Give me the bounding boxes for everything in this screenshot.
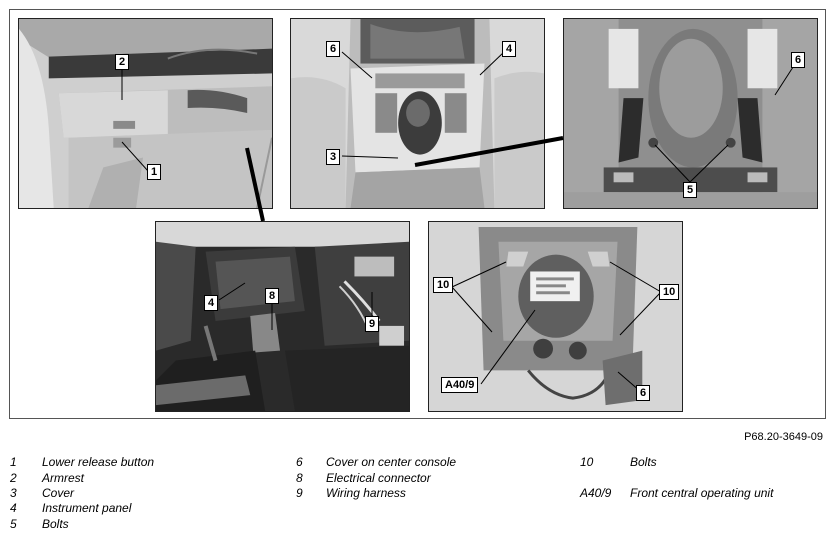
legend-text: Electrical connector xyxy=(326,471,431,485)
callout-cover-center-console-c: 6 xyxy=(636,385,651,401)
legend-text: Instrument panel xyxy=(42,501,132,515)
legend-number: 6 xyxy=(296,455,303,469)
callout-bolts-5: 5 xyxy=(683,182,698,198)
photo-armrest xyxy=(18,18,273,209)
legend-text: Bolts xyxy=(42,517,69,531)
legend-text: Lower release button xyxy=(42,455,155,469)
callout-electrical-connector: 8 xyxy=(265,288,280,304)
legend-number: 10 xyxy=(580,455,594,469)
legend-number: 9 xyxy=(296,486,303,500)
legend-number: 4 xyxy=(10,501,17,515)
callout-instrument-panel-a: 4 xyxy=(502,41,517,57)
photo-bolts xyxy=(563,18,818,209)
callout-armrest: 2 xyxy=(115,54,130,70)
legend-number: 8 xyxy=(296,471,303,485)
callout-bolts-10-left: 10 xyxy=(433,277,454,293)
legend-number: 5 xyxy=(10,517,17,531)
callout-front-central-operating-unit: A40/9 xyxy=(441,377,479,393)
legend-number: 3 xyxy=(10,486,17,500)
figure-reference: P68.20-3649-09 xyxy=(744,431,823,443)
legend-text: Armrest xyxy=(42,471,84,485)
instrument-panel-illustration xyxy=(156,222,409,411)
legend-number: A40/9 xyxy=(580,486,612,500)
legend-number: 1 xyxy=(10,455,17,469)
legend-text: Cover on center console xyxy=(326,455,457,469)
bolts-illustration xyxy=(564,19,817,208)
callout-cover: 3 xyxy=(326,149,341,165)
legend-text: Front central operating unit xyxy=(630,486,774,500)
armrest-illustration xyxy=(19,19,272,208)
legend-text: Bolts xyxy=(630,455,657,469)
callout-wiring-harness: 9 xyxy=(365,316,380,332)
callout-instrument-panel-b: 4 xyxy=(204,295,219,311)
legend-text: Wiring harness xyxy=(326,486,406,500)
callout-cover-center-console-a: 6 xyxy=(326,41,341,57)
callout-lower-release-button: 1 xyxy=(147,164,162,180)
callout-bolts-10-right: 10 xyxy=(659,284,680,300)
legend-text: Cover xyxy=(42,486,75,500)
photo-instrument-panel xyxy=(155,221,410,412)
legend-number: 2 xyxy=(10,471,17,485)
callout-cover-center-console-b: 6 xyxy=(791,52,806,68)
